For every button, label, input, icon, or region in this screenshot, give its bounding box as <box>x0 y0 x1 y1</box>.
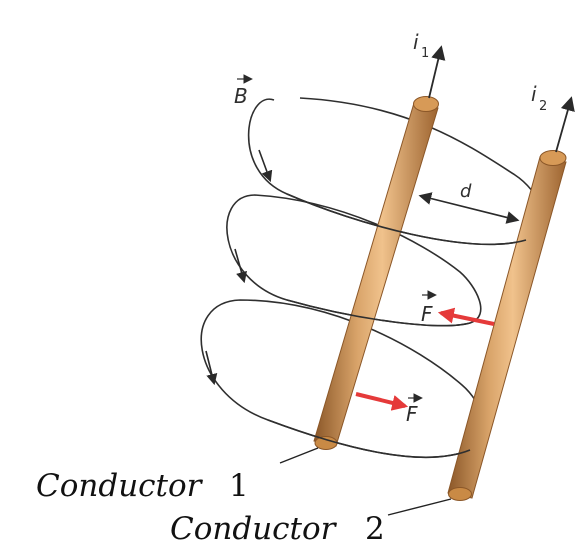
distance-arrow <box>418 192 520 224</box>
conductor-2-label: Conductor 2 <box>170 511 385 547</box>
conductor-2-number: 2 <box>365 511 385 547</box>
current-1-label: i 1 <box>413 30 429 61</box>
force-arrow-left <box>437 307 495 326</box>
conductor-1-number: 1 <box>229 468 249 504</box>
conductor-2-word: Conductor <box>170 511 338 547</box>
field-loop-middle-front <box>286 299 471 327</box>
force-right-label: F <box>406 393 423 426</box>
current-2-subscript: 2 <box>539 99 547 114</box>
current-1-subscript: 1 <box>421 46 429 61</box>
conductor-1 <box>313 96 439 450</box>
current-arrow-1 <box>428 45 446 99</box>
current-arrow-2 <box>555 96 575 153</box>
distance-label: d <box>460 181 472 202</box>
field-direction-arrow-top <box>258 149 273 183</box>
conductor-1-word: Conductor <box>36 468 204 504</box>
field-symbol: B <box>234 84 248 108</box>
current-2-symbol: i <box>531 82 537 106</box>
field-direction-arrow-middle <box>234 248 247 284</box>
conductor-2 <box>447 150 567 501</box>
force-arrow-right <box>355 392 409 411</box>
field-direction-arrow-bottom <box>205 350 218 386</box>
current-1-symbol: i <box>413 30 419 54</box>
force-right-symbol: F <box>406 402 418 426</box>
force-left-label: F <box>421 290 437 326</box>
conductor-2-leader <box>387 498 452 516</box>
field-label: B <box>234 74 253 108</box>
force-left-symbol: F <box>421 302 433 326</box>
field-loop-bottom-front <box>267 419 471 459</box>
current-2-label: i 2 <box>531 82 547 114</box>
conductor-1-label: Conductor 1 <box>36 468 249 504</box>
field-loop-top-front <box>286 193 527 246</box>
conductor-1-leader <box>279 447 319 464</box>
